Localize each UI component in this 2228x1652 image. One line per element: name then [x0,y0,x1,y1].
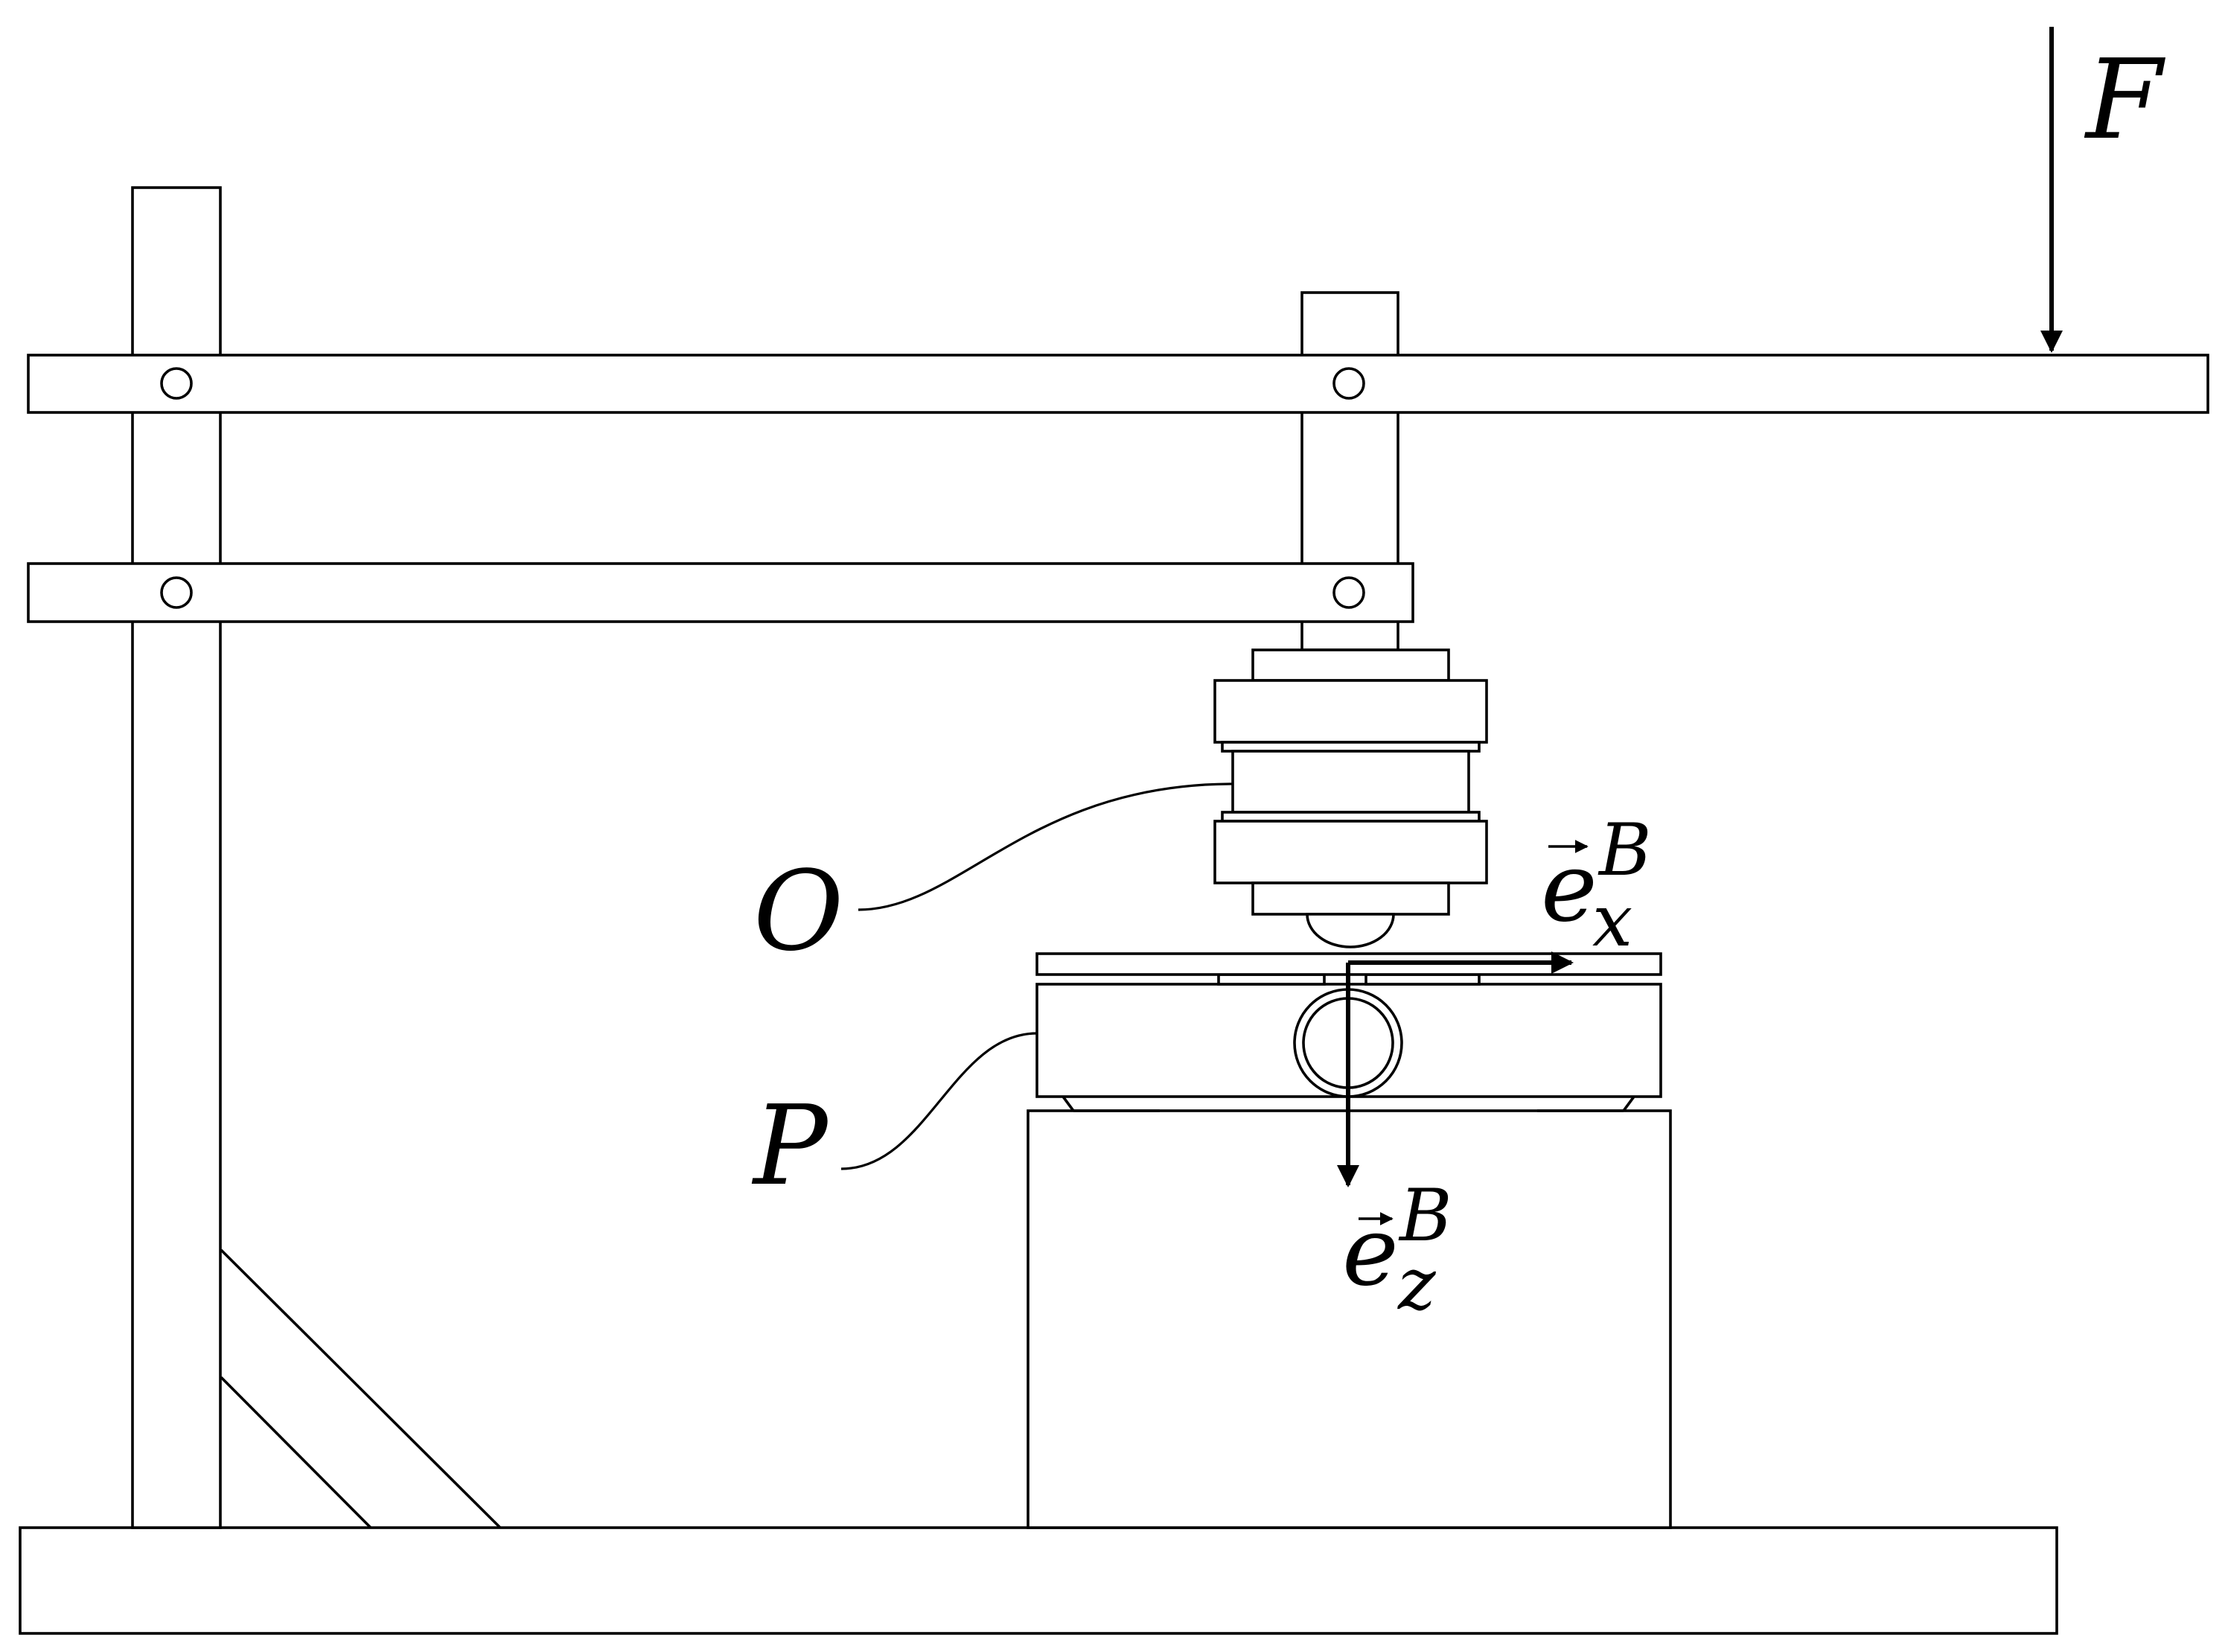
ez-superscript: B [1398,1174,1452,1257]
upper-left-pivot [160,367,193,400]
top-plate-spacers [1217,973,1481,986]
ez-base-letter: e [1342,1196,1399,1307]
load-cell-assembly [1213,648,1488,948]
lower-lever-arm [27,562,1414,623]
ex-superscript: B [1597,809,1652,892]
diagonal-brace [220,1248,502,1529]
lower-left-pivot [160,576,193,609]
force-label: F [2084,36,2166,164]
ex-basis-label: e B x [1541,809,1652,963]
point-o-label: O [753,847,843,975]
lower-right-pivot [1332,576,1365,609]
upper-right-pivot [1332,367,1365,400]
base-plate [19,1526,2058,1635]
point-p-label: P [751,1082,829,1210]
o-leader-line [858,782,1233,911]
ex-subscript: x [1592,879,1632,963]
upper-lever-arm [27,354,2209,414]
p-leader-line [840,1032,1038,1170]
ez-basis-label: e B z [1342,1174,1452,1326]
ez-subscript: z [1397,1243,1437,1326]
support-feet [1062,1095,1635,1112]
ex-base-letter: e [1541,832,1597,943]
